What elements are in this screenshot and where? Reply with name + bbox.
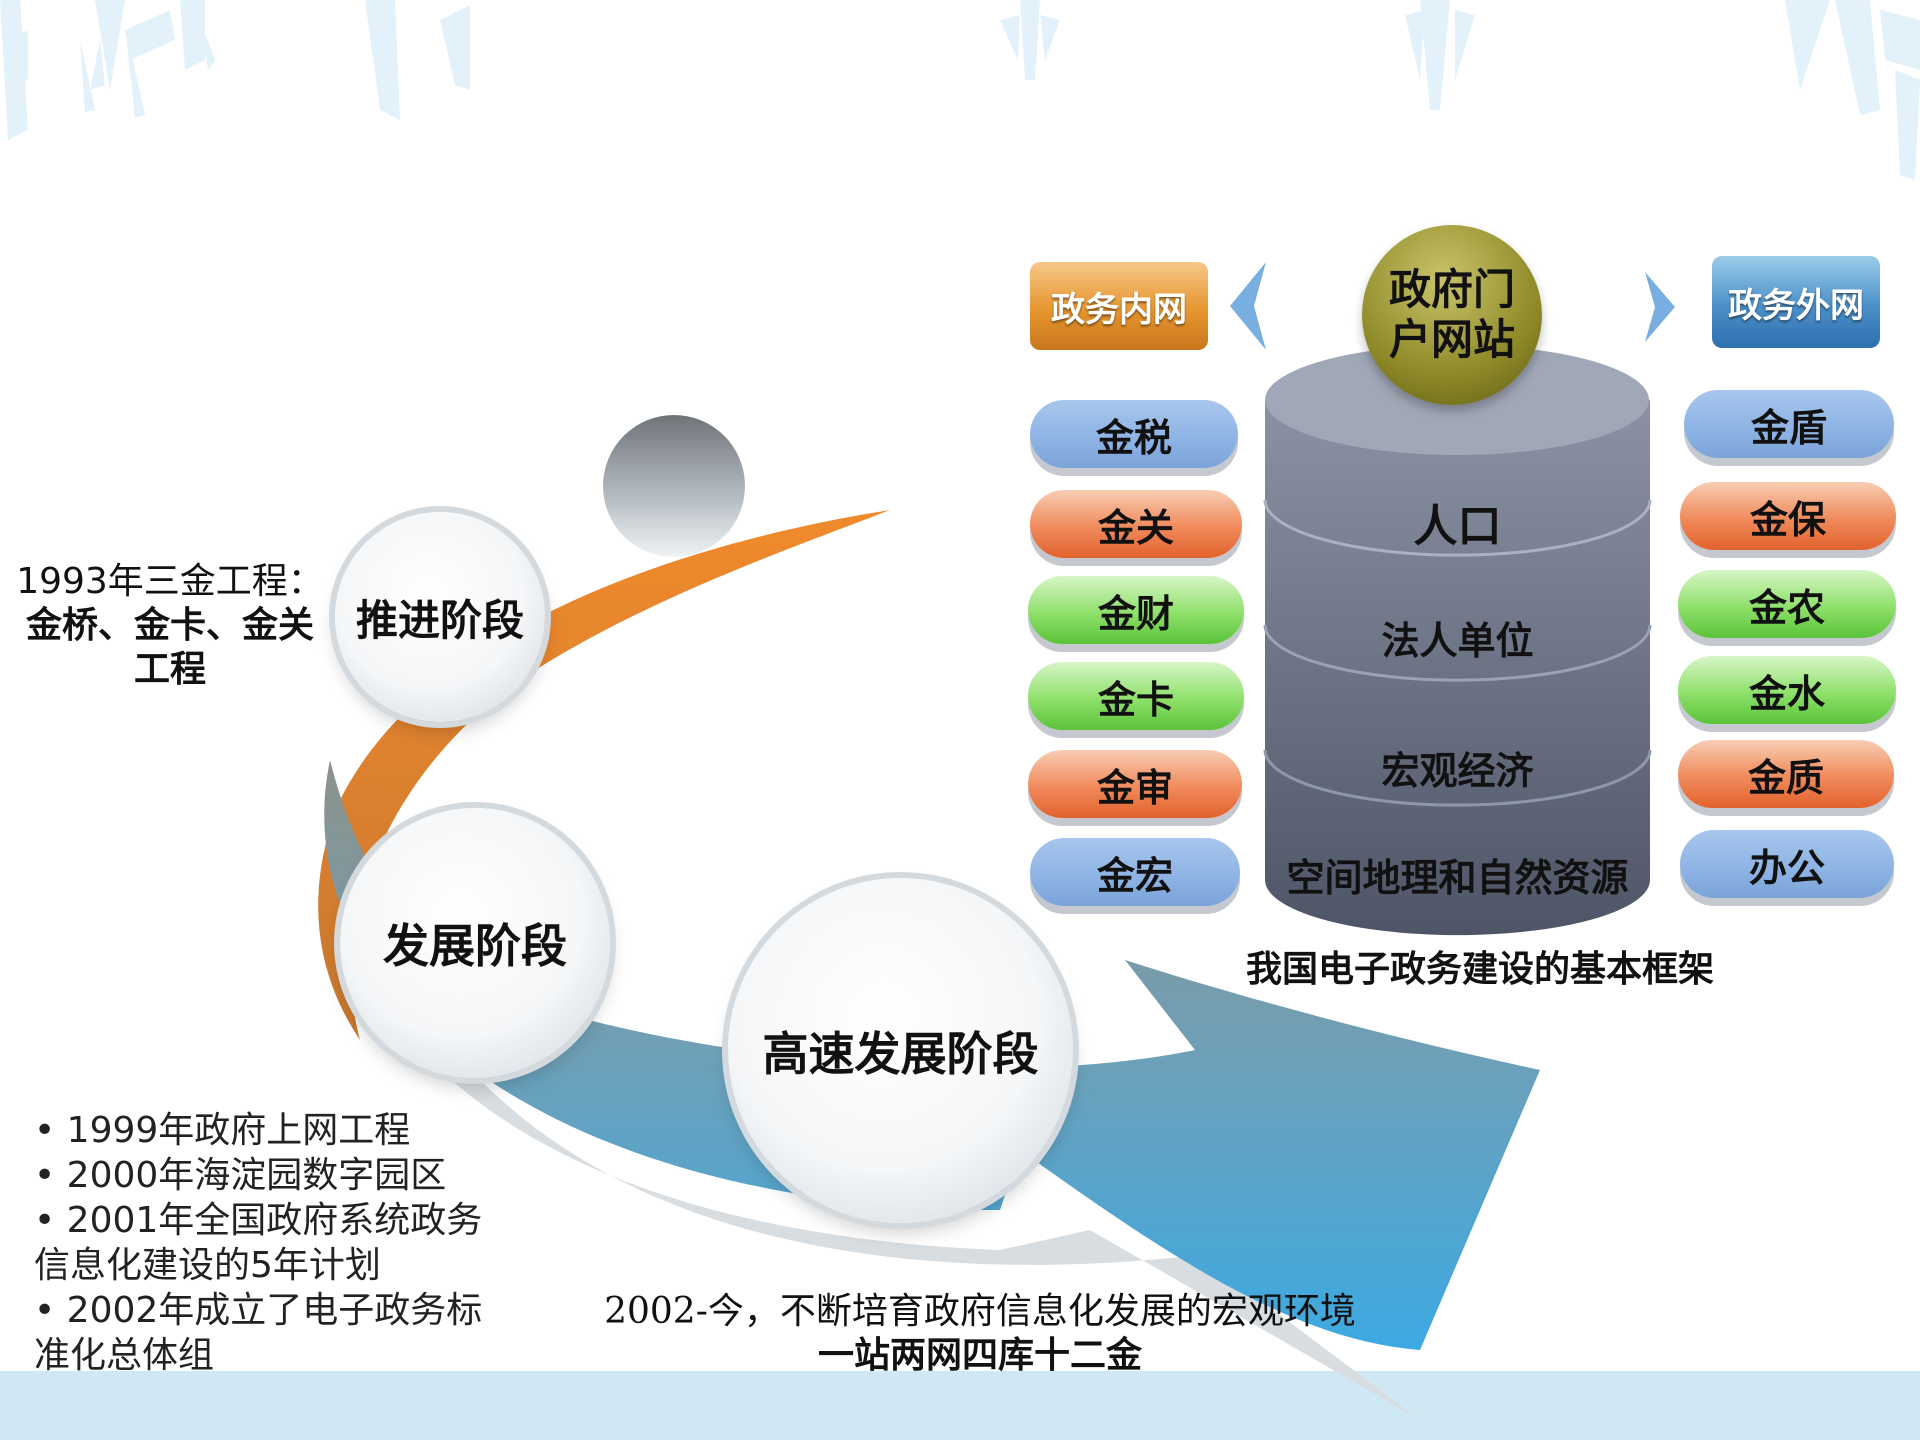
framework-caption: 我国电子政务建设的基本框架 [1245,949,1714,990]
pill-label: 金卡 [1097,677,1174,722]
pill-label: 金关 [1097,505,1174,550]
database-geography-resources: 空间地理和自然资源 [1286,856,1629,900]
small-sphere-decoration [603,415,745,557]
inner-network-header[interactable]: 政务内网 [1030,262,1208,350]
portal-label-line1: 政府门 [1388,265,1515,314]
bullet-item: 准化总体组 [34,1335,215,1376]
gov-portal-ball[interactable]: 政府门 户网站 [1362,225,1542,405]
bullet-item: • 2000年海淀园数字园区 [34,1155,447,1196]
project-pill-jinguan[interactable]: 金关 [1030,490,1242,558]
arrow-right-icon [1645,272,1675,342]
bottom-band [0,1371,1920,1440]
project-pill-jinnong[interactable]: 金农 [1678,570,1896,638]
snowflake-decoration [0,0,1920,180]
inner-network-label: 政务内网 [1051,289,1187,330]
stage-develop-label: 发展阶段 [383,919,567,973]
pill-label: 金水 [1748,671,1825,716]
project-pill-jinzhi[interactable]: 金质 [1678,740,1894,808]
pill-label: 金保 [1749,497,1826,542]
pill-label: 金审 [1096,765,1173,810]
stage3-note-line2: 一站两网四库十二金 [817,1335,1142,1376]
pill-label: 金质 [1747,755,1824,800]
pill-label: 金农 [1748,585,1825,630]
pill-label: 金财 [1097,591,1174,636]
bullet-item: 信息化建设的5年计划 [34,1245,381,1286]
stage1-note-line1: 1993年三金工程： [16,561,324,602]
database-population: 人口 [1413,501,1502,552]
stage3-note: 2002-今，不断培育政府信息化发展的宏观环境 一站两网四库十二金 [560,1290,1400,1378]
stage-advance-label: 推进阶段 [355,595,524,645]
stage3-note-line1: 2002-今，不断培育政府信息化发展的宏观环境 [604,1291,1356,1332]
project-pill-jincai[interactable]: 金财 [1028,576,1244,644]
database-macro-economy: 宏观经济 [1381,749,1534,793]
stage-advance-circle[interactable]: 推进阶段 [335,512,545,722]
pill-label: 办公 [1748,845,1825,890]
database-legal-entity: 法人单位 [1381,619,1534,663]
project-pill-office[interactable]: 办公 [1680,830,1894,898]
project-pill-jinka[interactable]: 金卡 [1028,662,1244,730]
stage1-note-line2: 金桥、金卡、金关 [25,605,314,646]
stage-develop-circle[interactable]: 发展阶段 [340,808,610,1078]
stage-rapid-circle[interactable]: 高速发展阶段 [728,878,1073,1223]
outer-network-label: 政务外网 [1728,285,1864,326]
arrow-left-icon [1230,262,1266,350]
project-pill-jinshui-tax[interactable]: 金税 [1030,400,1238,468]
bullet-item: • 1999年政府上网工程 [34,1110,411,1151]
stage2-bullet-list: • 1999年政府上网工程 • 2000年海淀园数字园区 • 2001年全国政府… [34,1108,514,1378]
outer-network-header[interactable]: 政务外网 [1712,256,1880,348]
pill-label: 金税 [1095,415,1172,460]
stage-rapid-label: 高速发展阶段 [762,1026,1039,1081]
project-pill-jinshui-water[interactable]: 金水 [1678,656,1896,724]
project-pill-jinbao[interactable]: 金保 [1680,482,1896,550]
bullet-item: • 2001年全国政府系统政务 [34,1200,483,1241]
portal-label-line2: 户网站 [1388,315,1515,364]
stage1-note: 1993年三金工程： 金桥、金卡、金关 工程 [10,560,330,692]
project-pill-jinshen[interactable]: 金审 [1028,750,1242,818]
stage1-note-line3: 工程 [133,649,206,690]
project-pill-jindun[interactable]: 金盾 [1684,390,1894,458]
project-pill-jinhong[interactable]: 金宏 [1030,838,1240,906]
pill-label: 金盾 [1750,405,1827,450]
bullet-item: • 2002年成立了电子政务标 [34,1290,483,1331]
pill-label: 金宏 [1096,853,1173,898]
